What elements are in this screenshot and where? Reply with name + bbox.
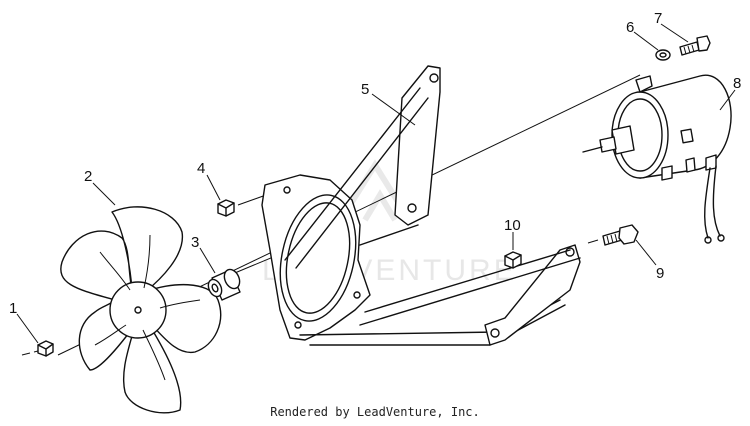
nut-part-1 [21, 340, 54, 357]
callout-2: 2 [84, 168, 92, 185]
spacer-part-3 [207, 268, 241, 301]
mounting-bracket [284, 65, 581, 346]
watermark-logo [347, 159, 403, 222]
nut-part-10 [504, 251, 522, 269]
callout-7: 7 [654, 10, 662, 27]
callout-1: 1 [9, 300, 17, 317]
motor-part-8 [582, 74, 732, 244]
screw-part-7 [679, 35, 711, 56]
nut-part-4 [217, 189, 281, 217]
leader-lines [16, 23, 736, 344]
callout-4: 4 [197, 160, 205, 177]
fan-blade [60, 206, 222, 414]
callout-5: 5 [361, 81, 369, 98]
bolt-part-9 [587, 224, 639, 246]
fan-shroud [261, 174, 371, 341]
callout-8: 8 [733, 75, 741, 92]
washer-part-6 [655, 49, 671, 61]
callout-3: 3 [191, 234, 199, 251]
callout-10: 10 [504, 217, 521, 234]
credit-line: Rendered by LeadVenture, Inc. [270, 405, 480, 419]
callout-6: 6 [626, 19, 634, 36]
callout-9: 9 [656, 265, 664, 282]
